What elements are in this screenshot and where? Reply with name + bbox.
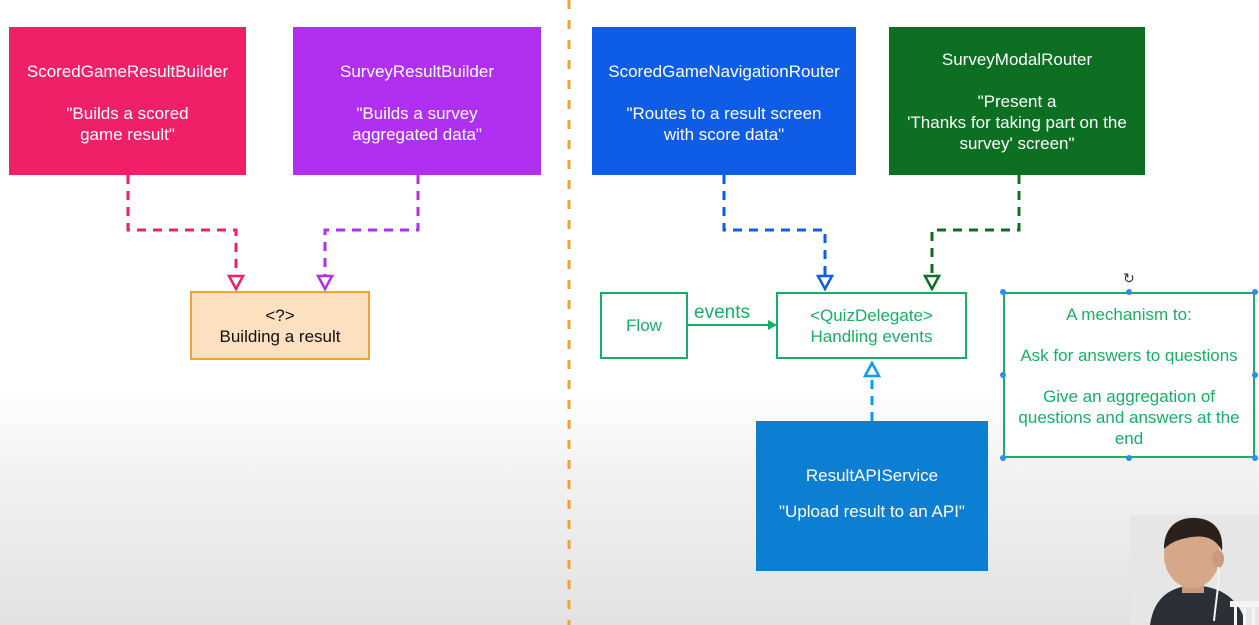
survey-router-title: SurveyModalRouter — [941, 50, 1093, 69]
survey-router-arrowhead — [922, 274, 942, 292]
resize-handle-bottom-center[interactable] — [1126, 455, 1132, 461]
scored-builder-desc: "Builds a scored game result" — [66, 104, 189, 144]
scored-router-title: ScoredGameNavigationRouter — [608, 62, 840, 81]
scored-builder-title: ScoredGameResultBuilder — [26, 62, 229, 81]
scored-router-connector — [722, 175, 827, 276]
events-label: events — [694, 302, 750, 323]
presenter-webcam — [1130, 515, 1259, 625]
flow-label: Flow — [626, 316, 662, 335]
mechanism-point-2: Give an aggregation of questions and ans… — [1018, 387, 1240, 448]
api-service-desc: "Upload result to an API" — [779, 502, 965, 521]
survey-builder-desc: "Builds a survey aggregated data" — [352, 104, 482, 144]
mechanism-heading: A mechanism to: — [1066, 305, 1192, 324]
resize-handle-top-left[interactable] — [1000, 289, 1006, 295]
scored-builder-arrowhead — [226, 274, 246, 292]
resize-handle-top-center[interactable] — [1126, 289, 1132, 295]
scored-game-navigation-router-box: ScoredGameNavigationRouter "Routes to a … — [592, 27, 856, 175]
rotate-handle-icon[interactable]: ↻ — [1123, 270, 1135, 286]
api-service-title: ResultAPIService — [805, 466, 939, 485]
mechanism-textbox[interactable]: A mechanism to: Ask for answers to quest… — [1003, 292, 1255, 458]
survey-builder-arrowhead — [315, 274, 335, 292]
survey-router-connector — [930, 175, 1021, 276]
builder-protocol-label: <?> — [265, 305, 295, 325]
scored-router-arrowhead — [815, 274, 835, 292]
scored-builder-connector — [126, 175, 238, 276]
quiz-delegate-description: Handling events — [810, 326, 933, 346]
result-api-service-box: ResultAPIService "Upload result to an AP… — [756, 421, 988, 571]
survey-builder-connector — [323, 175, 420, 276]
quiz-delegate-box: <QuizDelegate> Handling events — [776, 292, 967, 359]
resize-handle-middle-right[interactable] — [1252, 372, 1258, 378]
mechanism-point-1: Ask for answers to questions — [1020, 346, 1238, 365]
resize-handle-middle-left[interactable] — [1000, 372, 1006, 378]
scored-router-desc: "Routes to a result screen with score da… — [626, 104, 822, 144]
survey-router-desc: "Present a 'Thanks for taking part on th… — [907, 92, 1127, 153]
building-result-box: <?> Building a result — [190, 291, 370, 360]
quiz-delegate-protocol: <QuizDelegate> — [810, 305, 933, 325]
flow-box: Flow — [600, 292, 688, 359]
resize-handle-bottom-right[interactable] — [1252, 455, 1258, 461]
survey-result-builder-box: SurveyResultBuilder "Builds a survey agg… — [293, 27, 541, 175]
resize-handle-bottom-left[interactable] — [1000, 455, 1006, 461]
api-arrowhead — [862, 360, 882, 378]
survey-builder-title: SurveyResultBuilder — [339, 62, 494, 81]
builder-description: Building a result — [219, 326, 341, 346]
survey-modal-router-box: SurveyModalRouter "Present a 'Thanks for… — [889, 27, 1145, 175]
events-arrowhead — [768, 320, 777, 330]
resize-handle-top-right[interactable] — [1252, 289, 1258, 295]
scored-game-result-builder-box: ScoredGameResultBuilder "Builds a scored… — [9, 27, 246, 175]
